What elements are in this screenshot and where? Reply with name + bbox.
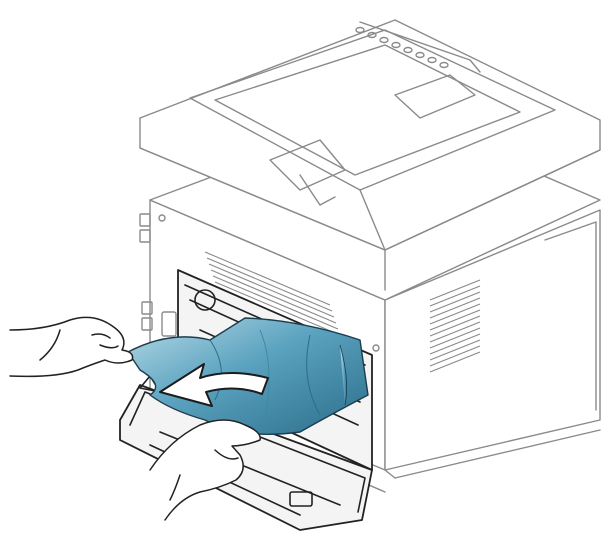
- side-vent-slot: [429, 327, 481, 349]
- panel-button: [391, 41, 401, 49]
- side-vent-slot: [429, 285, 481, 307]
- side-vent-slot: [429, 303, 481, 325]
- side-vent-grille: [429, 279, 481, 373]
- side-vent-slot: [429, 333, 481, 355]
- side-vent-slot: [429, 345, 481, 367]
- scanner-unit: [139, 19, 601, 291]
- rear-vent-slot: [204, 251, 331, 306]
- rear-vent-slot: [214, 281, 341, 336]
- side-vent-slot: [429, 315, 481, 337]
- panel-button: [415, 51, 425, 59]
- rear-vent-slot: [206, 257, 333, 312]
- panel-button: [427, 56, 437, 64]
- panel-button: [379, 36, 389, 44]
- panel-button: [355, 26, 365, 34]
- control-panel: [355, 26, 449, 69]
- panel-button: [403, 46, 413, 54]
- side-vent-slot: [429, 297, 481, 319]
- rear-ports: [139, 213, 380, 352]
- side-vent-slot: [429, 309, 481, 331]
- right-hand: [149, 419, 261, 521]
- panel-button: [367, 31, 377, 39]
- side-vent-slot: [429, 339, 481, 361]
- side-vent-slot: [429, 321, 481, 343]
- rear-vent-slot: [208, 263, 335, 318]
- rear-vent-slot: [210, 269, 337, 324]
- pull-direction-arrow-icon: [159, 363, 269, 407]
- rear-vent-slot: [212, 275, 339, 330]
- panel-button: [439, 61, 449, 69]
- left-hand: [9, 316, 134, 378]
- side-vent-slot: [429, 351, 481, 373]
- side-vent-slot: [429, 291, 481, 313]
- side-vent-slot: [429, 279, 481, 301]
